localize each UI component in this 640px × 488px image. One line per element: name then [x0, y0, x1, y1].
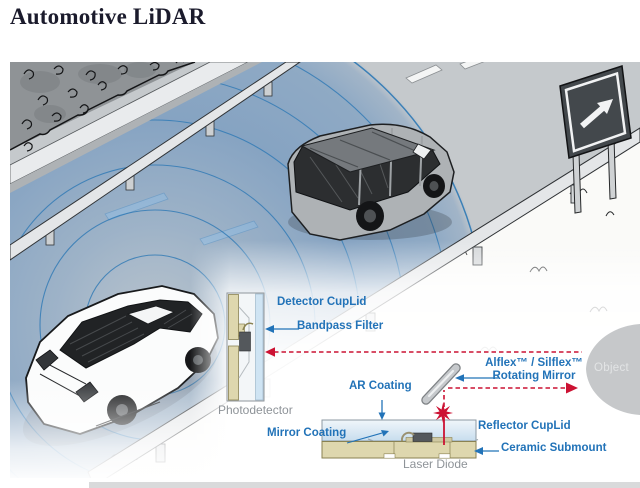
label-rotating-mirror: Alflex™ / Silflex™ Rotating Mirror: [484, 357, 584, 382]
label-object: Object: [594, 362, 630, 374]
left-guardrail: [10, 62, 301, 261]
label-bandpass-filter: Bandpass Filter: [297, 320, 384, 332]
gray-car: [287, 123, 455, 241]
label-rotating-mirror-line2: Rotating Mirror: [492, 369, 576, 382]
label-reflector-cuplid: Reflector CupLid: [478, 420, 571, 432]
label-photodetector: Photodetector: [218, 403, 293, 417]
foliage: [10, 62, 262, 193]
label-rotating-mirror-line1: Alflex™ / Silflex™: [485, 357, 583, 369]
label-laser-diode: Laser Diode: [403, 457, 468, 471]
label-ceramic-submount: Ceramic Submount: [501, 442, 607, 454]
label-detector-cuplid: Detector CupLid: [277, 296, 367, 308]
page-title: Automotive LiDAR: [10, 4, 206, 29]
lane-markings: [405, 62, 485, 84]
bottom-page-edge: [89, 482, 640, 488]
label-mirror-coating: Mirror Coating: [267, 427, 347, 439]
sign-arrow-icon: [580, 99, 613, 129]
label-ar-coating: AR Coating: [349, 380, 412, 392]
road-sign: [559, 65, 632, 214]
